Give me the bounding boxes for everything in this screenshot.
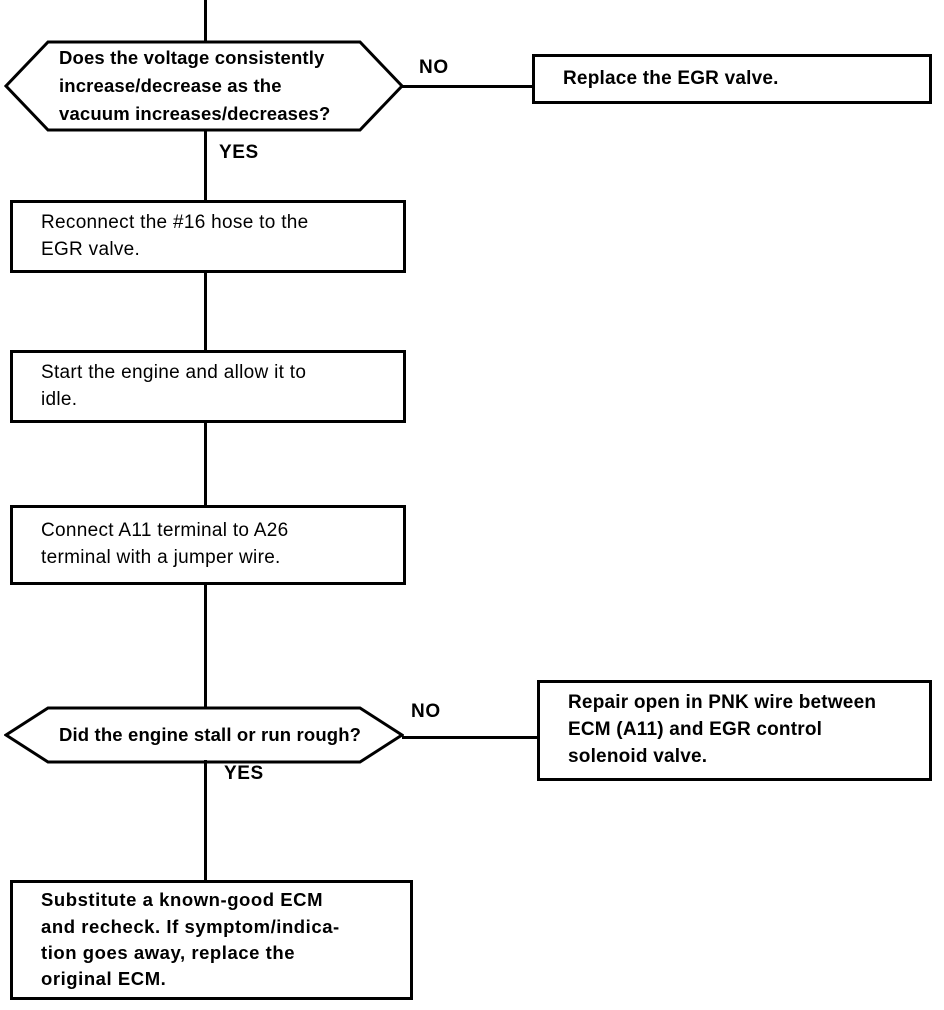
connector-stall-no bbox=[402, 736, 539, 739]
action-reconnect-hose[interactable]: Reconnect the #16 hose to the EGR valve. bbox=[10, 200, 406, 273]
branch-label-stall-no: NO bbox=[411, 701, 441, 722]
action-reconnect-hose-label: Reconnect the #16 hose to the EGR valve. bbox=[41, 211, 309, 260]
decision-stall[interactable]: Did the engine stall or run rough? bbox=[4, 706, 404, 764]
decision-stall-label: Did the engine stall or run rough? bbox=[59, 723, 362, 745]
action-start-engine[interactable]: Start the engine and allow it to idle. bbox=[10, 350, 406, 423]
action-connect-terminals-label: Connect A11 terminal to A26 terminal wit… bbox=[41, 520, 289, 568]
decision-voltage-label: Does the voltage consistently increase/d… bbox=[59, 46, 331, 125]
branch-label-voltage-yes: YES bbox=[219, 142, 259, 163]
action-replace-egr-label: Replace the EGR valve. bbox=[563, 67, 779, 89]
connector-voltage-yes bbox=[204, 130, 207, 202]
connector-voltage-no bbox=[402, 85, 534, 88]
branch-label-voltage-no: NO bbox=[419, 57, 449, 78]
action-replace-egr[interactable]: Replace the EGR valve. bbox=[532, 54, 932, 104]
action-connect-terminals[interactable]: Connect A11 terminal to A26 terminal wit… bbox=[10, 505, 406, 585]
connector-incoming-top bbox=[204, 0, 207, 42]
action-substitute-ecm[interactable]: Substitute a known-good ECM and recheck.… bbox=[10, 880, 413, 1000]
connector-start-to-connect bbox=[204, 421, 207, 507]
connector-connect-to-stall bbox=[204, 583, 207, 708]
action-substitute-ecm-label: Substitute a known-good ECM and recheck.… bbox=[41, 889, 340, 990]
hexagon-shape-stall bbox=[4, 706, 404, 764]
connector-hose-to-start bbox=[204, 271, 207, 352]
branch-label-stall-yes: YES bbox=[224, 763, 264, 784]
connector-stall-yes bbox=[204, 760, 207, 882]
decision-voltage[interactable]: Does the voltage consistently increase/d… bbox=[4, 40, 404, 132]
hexagon-shape-voltage bbox=[4, 40, 404, 132]
action-repair-pnk-label: Repair open in PNK wire between ECM (A11… bbox=[568, 692, 877, 767]
action-repair-pnk[interactable]: Repair open in PNK wire between ECM (A11… bbox=[537, 680, 932, 781]
action-start-engine-label: Start the engine and allow it to idle. bbox=[41, 361, 307, 410]
